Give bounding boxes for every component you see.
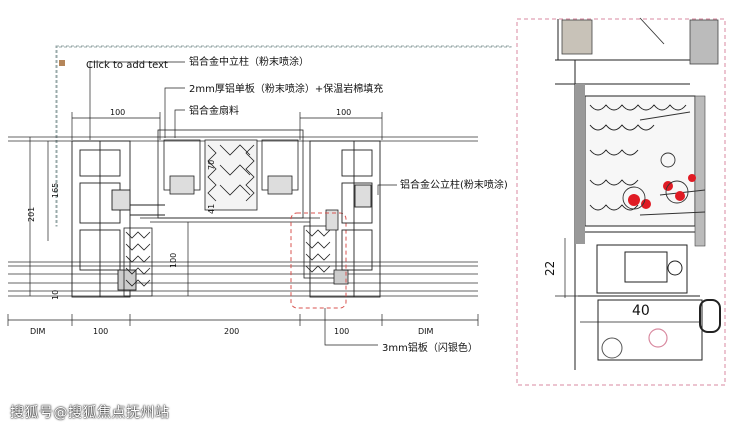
detail-right-web: [694, 95, 706, 247]
watermark-text: 搜狐号@搜狐焦点抚州站: [10, 405, 170, 421]
dim-165: 165: [51, 183, 60, 198]
bottom-bolt-icon: [601, 337, 623, 359]
detail-top-block: [561, 19, 593, 55]
highlight-panel: [303, 209, 349, 285]
left-bottom-panel: [123, 227, 153, 297]
seal-gasket-icon: [699, 299, 721, 333]
dim-v100: 100: [169, 253, 178, 268]
label-2mm-panel: 2mm厚铝单板（粉末喷涂）+保温岩棉填充: [189, 82, 383, 95]
detail-profile: [555, 19, 703, 370]
left-mullion: [71, 140, 165, 298]
leader-lines: [89, 61, 397, 346]
dim-bottom-100-right: 100: [334, 327, 349, 336]
dim-bottom-100-left: 100: [93, 327, 108, 336]
dim-70: 70: [207, 160, 216, 170]
dim-top-right: 100: [336, 108, 351, 117]
detail-left-web: [575, 84, 585, 244]
dim-top-left: 100: [110, 108, 125, 117]
dim-41: 41: [207, 204, 216, 214]
label-sash-profile: 铝合金扇料: [189, 104, 239, 117]
highlight-dashed-box: [290, 212, 347, 309]
detail-dim-22: 22: [543, 261, 557, 276]
fastener-rings: [622, 152, 689, 210]
dim-bottom-200: 200: [224, 327, 239, 336]
gasket-ring-icon: [648, 328, 668, 348]
central-sash: [140, 129, 320, 223]
dim-201: 201: [27, 207, 36, 222]
wall-lines: [8, 136, 478, 297]
dim-10: 10: [51, 290, 60, 300]
bullet-icon: [59, 60, 65, 66]
detail-dim-40: 40: [632, 303, 650, 319]
dim-bottom-dim-right: DIM: [418, 327, 434, 336]
label-mullion-top: 铝合金中立柱（粉末喷涂）: [189, 55, 309, 68]
label-3mm-panel: 3mm铝板（闪银色）: [382, 341, 478, 354]
dimension-lines: [7, 112, 479, 326]
detail-dimension-lines: [555, 238, 700, 323]
textbox-border-left: [55, 45, 58, 227]
right-mullion: [309, 140, 381, 298]
placeholder-text[interactable]: Click to add text: [86, 60, 168, 71]
detail-top-right-clip: [689, 19, 719, 65]
dim-bottom-dim-left: DIM: [30, 327, 46, 336]
label-public-mullion: 铝合金公立柱(粉末喷涂): [400, 178, 508, 191]
textbox-border-top: [55, 45, 512, 48]
